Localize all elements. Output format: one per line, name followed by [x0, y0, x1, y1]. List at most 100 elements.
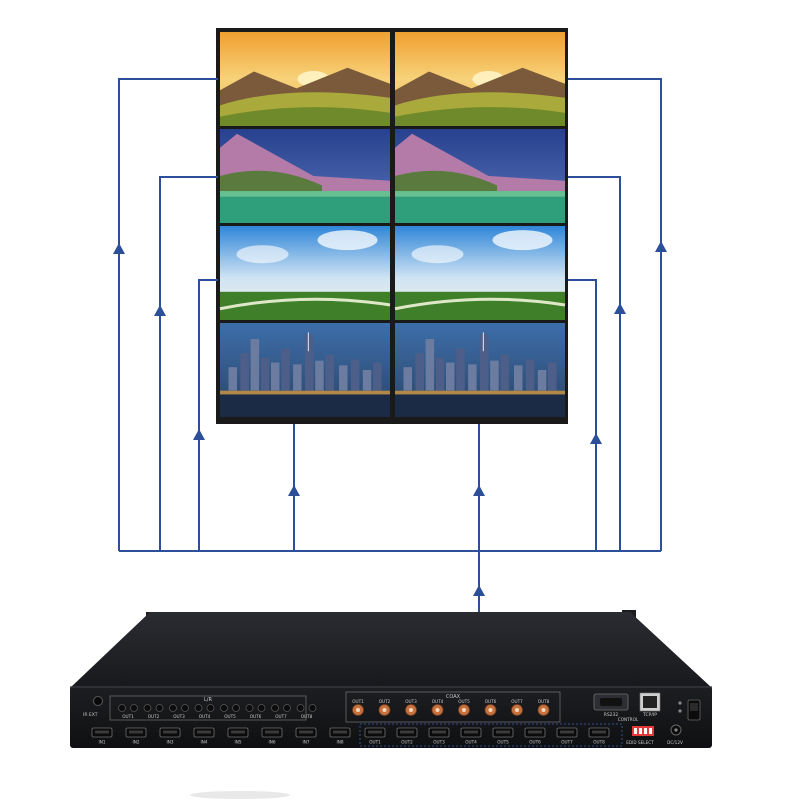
lr-audio-port[interactable] [143, 704, 152, 712]
lr-audio-port[interactable] [118, 704, 126, 712]
lr-audio-port[interactable] [232, 704, 240, 712]
lr-audio-port[interactable] [130, 704, 138, 712]
lr-audio-port[interactable] [155, 704, 164, 712]
hdmi-input-label: IN4 [200, 740, 207, 745]
lr-output-label: OUT7 [275, 714, 287, 719]
hdmi-input-label: IN1 [98, 740, 105, 745]
edid-select-label: EDID SELECT [626, 740, 654, 745]
coax-output-pin [515, 708, 519, 712]
ir-ext-port[interactable] [93, 696, 103, 706]
lr-output-label: OUT5 [224, 714, 236, 719]
dip-key[interactable] [634, 728, 637, 734]
coax-header: COAX [446, 694, 461, 700]
signal-line-right-1 [568, 78, 662, 551]
control-label: CONTROL [618, 717, 639, 722]
screen-mountain-sunset [220, 32, 390, 126]
screen-city-night [395, 323, 565, 417]
hdmi-output-label: OUT3 [433, 740, 445, 745]
coax-output-label: OUT1 [352, 699, 364, 704]
coax-output-pin [541, 708, 546, 712]
hdmi-input-label: IN5 [234, 740, 241, 745]
lr-audio-port[interactable] [169, 704, 177, 712]
signal-line-left-3 [198, 279, 218, 551]
hdmi-output-label: OUT7 [561, 740, 573, 745]
arrow-up-icon [614, 303, 626, 314]
lr-audio-port[interactable] [271, 704, 279, 712]
hdmi-output-label: OUT8 [593, 740, 605, 745]
screen-grassland-sky [394, 226, 566, 320]
screen-grassland-sky [219, 226, 391, 320]
screen-lake-forest [220, 129, 390, 223]
lr-audio-port[interactable] [257, 704, 266, 712]
coax-output-label: OUT5 [458, 699, 470, 704]
dip-key[interactable] [639, 728, 642, 734]
hdmi-output-group [359, 723, 623, 747]
lr-audio-port[interactable] [245, 704, 254, 712]
lr-audio-port[interactable] [283, 704, 291, 712]
screen-mountain-sunset [395, 32, 565, 126]
device-top [70, 612, 712, 688]
power-led [678, 701, 682, 705]
lr-audio-port[interactable] [181, 704, 189, 712]
lr-audio-port[interactable] [206, 704, 215, 712]
lr-audio-port[interactable] [308, 704, 317, 712]
dc-power-label: DC/12V [667, 740, 683, 745]
lr-output-label: OUT1 [122, 714, 134, 719]
hdmi-output-label: OUT2 [401, 740, 413, 745]
arrow-up-icon [288, 485, 300, 496]
lr-output-label: OUT8 [301, 714, 313, 719]
hdmi-input-label: IN8 [336, 740, 343, 745]
lr-header: L/R [204, 697, 212, 703]
lr-output-label: OUT6 [250, 714, 262, 719]
arrow-up-icon [590, 433, 602, 444]
arrow-up-icon [473, 485, 485, 496]
screen-city-night [220, 323, 390, 417]
dip-key[interactable] [649, 728, 652, 734]
coax-output-group [345, 691, 561, 723]
dip-key[interactable] [644, 728, 647, 734]
tcpip-label: TCP/IP [642, 712, 657, 718]
lr-audio-port[interactable] [296, 704, 305, 712]
coax-output-label: OUT3 [405, 699, 417, 704]
ir-ext-label: IR EXT [83, 712, 98, 718]
hdmi-output-label: OUT1 [369, 740, 381, 745]
signal-line-right-2 [568, 176, 621, 551]
coax-output-label: OUT4 [432, 699, 444, 704]
device-shadow [190, 791, 290, 799]
hdmi-output-label: OUT6 [529, 740, 541, 745]
lr-audio-port[interactable] [220, 704, 228, 712]
coax-output-pin [435, 708, 440, 712]
lr-output-label: OUT3 [173, 714, 185, 719]
lr-output-label: OUT4 [199, 714, 211, 719]
hdmi-input-label: IN7 [302, 740, 309, 745]
edid-select-switch[interactable] [632, 726, 654, 736]
signal-line-right-3 [568, 279, 597, 551]
arrow-up-icon [473, 585, 485, 596]
coax-output-label: OUT6 [485, 699, 497, 704]
signal-line-left-1 [118, 78, 218, 551]
hdmi-input-label: IN3 [166, 740, 173, 745]
coax-output-pin [488, 708, 493, 712]
arrow-up-icon [193, 429, 205, 440]
coax-output-label: OUT8 [538, 699, 550, 704]
coax-output-pin [356, 708, 360, 712]
video-wall [216, 28, 568, 424]
signal-line-left-2 [159, 176, 218, 551]
lr-output-group [109, 695, 307, 721]
arrow-up-icon [154, 305, 166, 316]
arrow-up-icon [113, 243, 125, 254]
hdmi-input-label: IN2 [132, 740, 139, 745]
lr-audio-port[interactable] [194, 704, 203, 712]
coax-output-label: OUT2 [379, 699, 391, 704]
screen-lake-forest [395, 129, 565, 223]
signal-lines [113, 78, 667, 738]
arrow-up-icon [655, 241, 667, 252]
coax-output-pin [462, 708, 466, 712]
rs232-label: RS232 [604, 712, 619, 718]
coax-output-pin [382, 708, 387, 712]
hdmi-input-label: IN6 [268, 740, 275, 745]
coax-output-pin [409, 708, 413, 712]
hdmi-output-label: OUT4 [465, 740, 477, 745]
